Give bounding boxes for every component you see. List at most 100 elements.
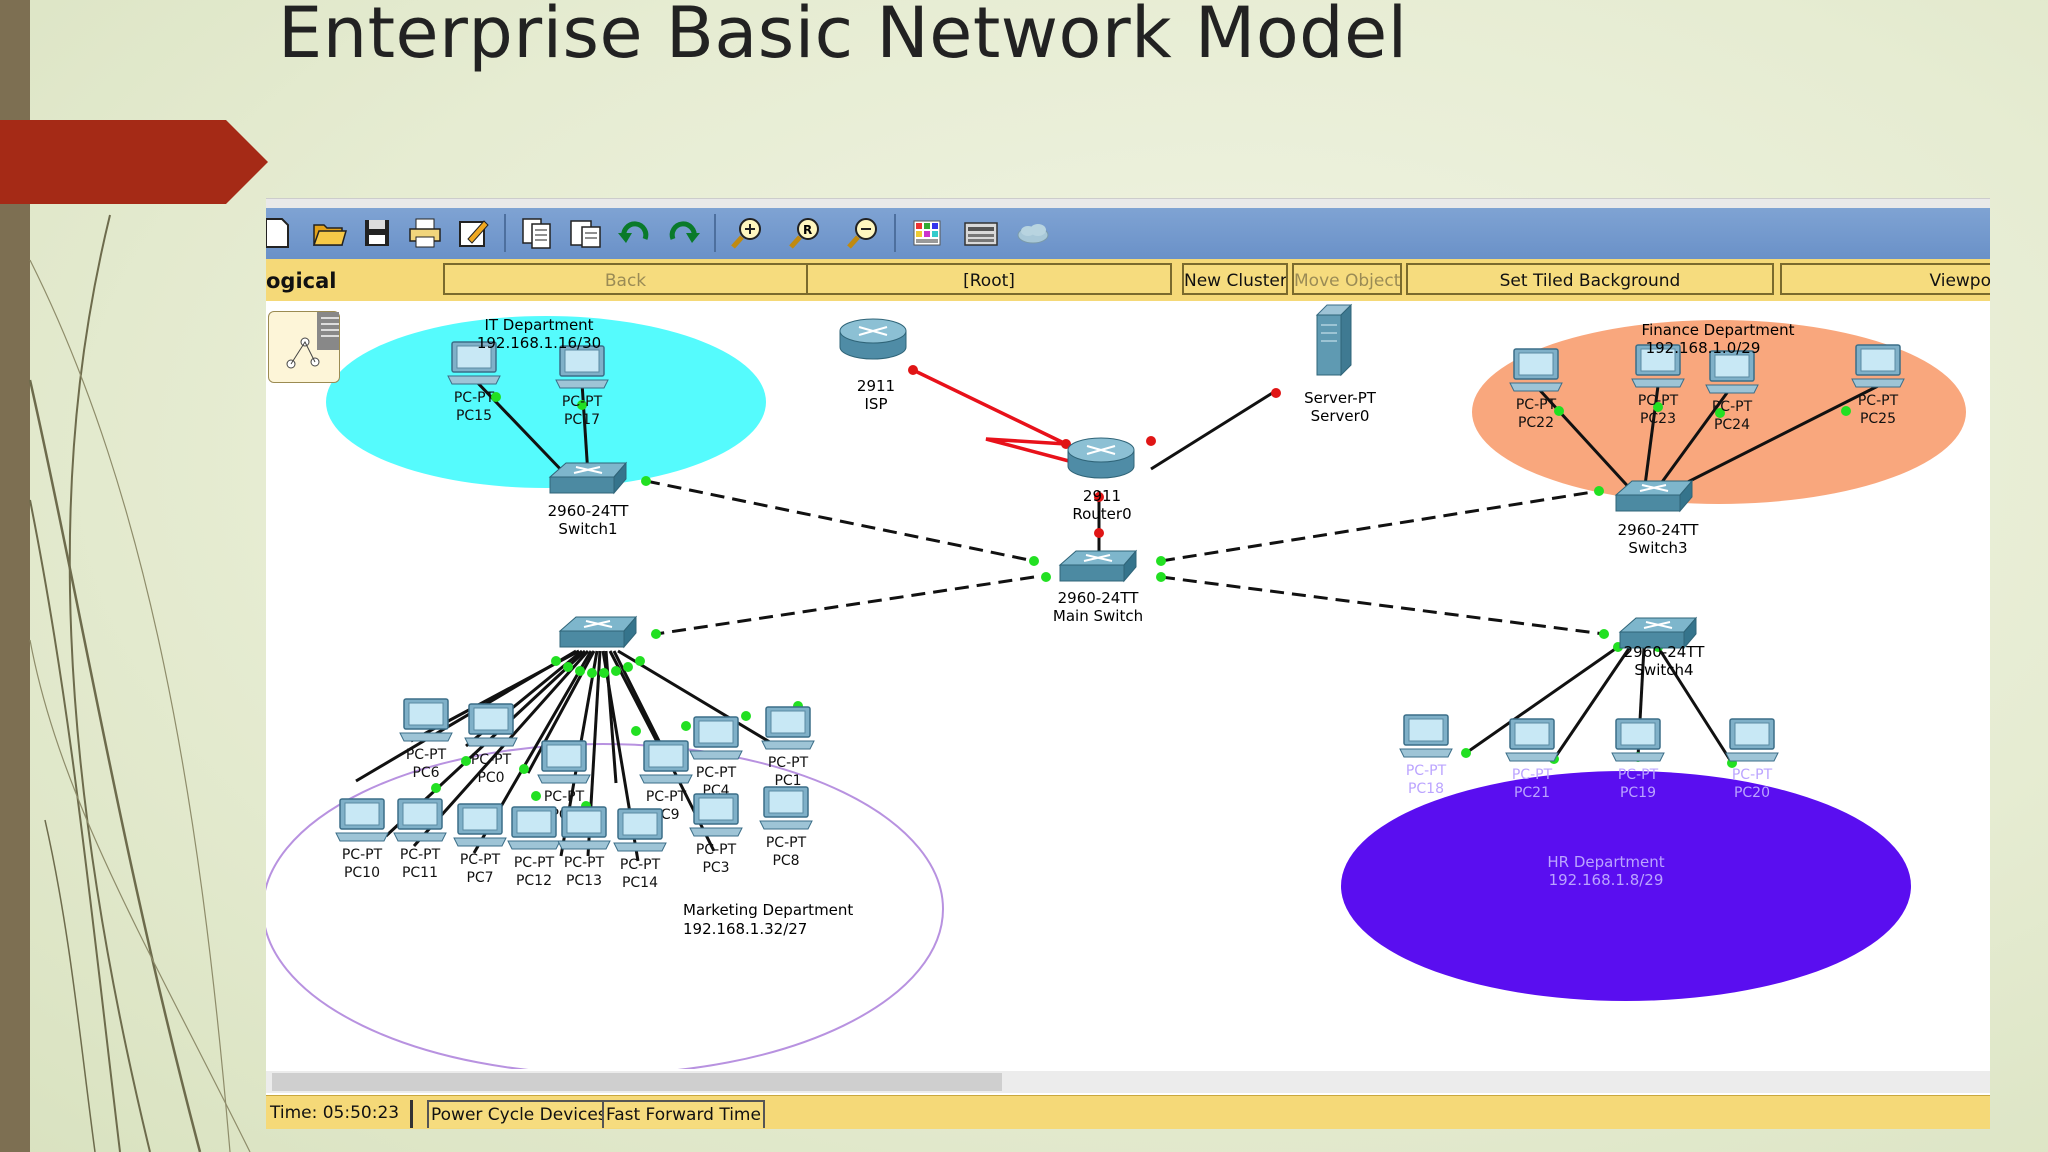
pc-model-label: PC-PT: [696, 765, 737, 781]
pc-model-label: PC-PT: [1712, 399, 1753, 415]
main-switch-model-label: 2960-24TT: [1058, 589, 1140, 607]
switch3-model-label: 2960-24TT: [1618, 521, 1700, 539]
pc-name-label: PC25: [1860, 411, 1896, 427]
it-zone-name: IT Department: [484, 316, 593, 334]
power-cycle-devices-button[interactable]: Power Cycle Devices: [427, 1100, 611, 1128]
router0-model-label: 2911: [1083, 487, 1121, 505]
back-button[interactable]: Back: [443, 263, 808, 295]
pc-name-label: PC15: [456, 408, 492, 424]
copy-icon[interactable]: [518, 215, 556, 251]
print-icon[interactable]: [406, 215, 444, 251]
pc-name-label: PC24: [1714, 417, 1750, 433]
paste-icon[interactable]: [566, 215, 604, 251]
pc-model-label: PC-PT: [406, 747, 447, 763]
save-icon[interactable]: [358, 215, 396, 251]
zoom-reset-icon[interactable]: R: [786, 215, 824, 251]
server0-model-label: Server-PT: [1304, 389, 1377, 407]
cloud-icon[interactable]: [1014, 215, 1052, 251]
pc-name-label: PC17: [564, 412, 600, 428]
it-department-zone: [326, 316, 766, 488]
pc-model-label: PC-PT: [1638, 393, 1679, 409]
new-cluster-button[interactable]: New Cluster: [1182, 263, 1288, 295]
pc-25[interactable]: PC-PT PC25: [1851, 344, 1905, 427]
palette-icon[interactable]: [908, 215, 946, 251]
root-button[interactable]: [Root]: [808, 263, 1172, 295]
move-object-button[interactable]: Move Object: [1292, 263, 1402, 295]
pc-24[interactable]: PC-PT PC24: [1705, 350, 1759, 433]
logical-workspace-tab[interactable]: ogical: [266, 269, 337, 293]
open-folder-icon[interactable]: [310, 215, 348, 251]
pc-name-label: PC12: [516, 873, 552, 889]
switch3[interactable]: 2960-24TT Switch3: [1615, 480, 1700, 557]
marketing-switch-mainswitch-link: [655, 575, 1035, 636]
main-switch[interactable]: 2960-24TT Main Switch: [1053, 550, 1143, 625]
pc-15[interactable]: PC-PT PC15: [447, 341, 501, 424]
workspace-bar: ogical Back [Root] New Cluster Move Obje…: [266, 259, 1990, 302]
pc-model-label: PC-PT: [342, 847, 383, 863]
pc-name-label: PC21: [1514, 785, 1550, 801]
zoom-out-icon[interactable]: [844, 215, 882, 251]
pc-name-label: PC20: [1734, 785, 1770, 801]
pc-14[interactable]: PC-PT PC14: [613, 808, 667, 891]
pc-name-label: PC7: [466, 870, 493, 886]
isp-serial-link: [912, 368, 1100, 471]
horizontal-scrollbar-thumb[interactable]: [272, 1073, 1002, 1091]
decorative-swoosh-lines: [28, 214, 251, 1152]
marketing-switch[interactable]: [559, 616, 637, 648]
zoom-in-icon[interactable]: [728, 215, 766, 251]
edit-icon[interactable]: [454, 215, 492, 251]
time-readout: Time: 05:50:23: [270, 1103, 400, 1123]
zone-labels: IT Department 192.168.1.16/30 Finance De…: [477, 316, 1795, 938]
pc-name-label: PC14: [622, 875, 658, 891]
pc-name-label: PC23: [1640, 411, 1676, 427]
pc-model-label: PC-PT: [454, 390, 495, 406]
marketing-zone-name: Marketing Department: [683, 901, 853, 919]
topology-canvas[interactable]: 2911 ISP 2911 Router0 Server-PT Server0 …: [266, 301, 1990, 1069]
pc-devices: PC-PTPC15PC-PTPC17PC-PTPC22PC-PTPC23PC-P…: [335, 341, 1905, 891]
pc-23[interactable]: PC-PT PC23: [1631, 344, 1685, 427]
finance-zone-subnet: 192.168.1.0/29: [1646, 339, 1761, 357]
hr-department-zone: [1341, 771, 1911, 1001]
isp-router[interactable]: 2911 ISP: [839, 318, 907, 413]
pc-model-label: PC-PT: [620, 857, 661, 873]
menu-bar[interactable]: [266, 199, 1990, 208]
redo-icon[interactable]: [664, 215, 702, 251]
switch1[interactable]: 2960-24TT Switch1: [548, 462, 630, 538]
device-dialog-icon[interactable]: [962, 215, 1000, 251]
switch1-model-label: 2960-24TT: [548, 502, 630, 520]
status-bar: Time: 05:50:23 Power Cycle Devices Fast …: [266, 1095, 1990, 1129]
pc-model-label: PC-PT: [1858, 393, 1899, 409]
viewport-button[interactable]: Viewpor: [1780, 263, 1990, 295]
set-tiled-background-button[interactable]: Set Tiled Background: [1406, 263, 1774, 295]
pc-model-label: PC-PT: [766, 835, 807, 851]
server0[interactable]: Server-PT Server0: [1304, 303, 1377, 425]
undo-icon[interactable]: [616, 215, 654, 251]
switch4[interactable]: 2960-24TT Switch4: [1619, 617, 1705, 679]
fast-forward-time-button[interactable]: Fast Forward Time: [602, 1100, 765, 1128]
router0[interactable]: 2911 Router0: [1067, 437, 1135, 523]
router0-name-label: Router0: [1072, 505, 1131, 523]
cluster-navigation-icon[interactable]: [268, 310, 341, 383]
switch3-name-label: Switch3: [1628, 539, 1687, 557]
new-file-icon[interactable]: [266, 215, 296, 251]
server0-name-label: Server0: [1311, 407, 1370, 425]
pc-name-label: PC3: [702, 860, 729, 876]
pc-name-label: PC18: [1408, 781, 1444, 797]
switch3-mainswitch-link: [1160, 489, 1600, 563]
